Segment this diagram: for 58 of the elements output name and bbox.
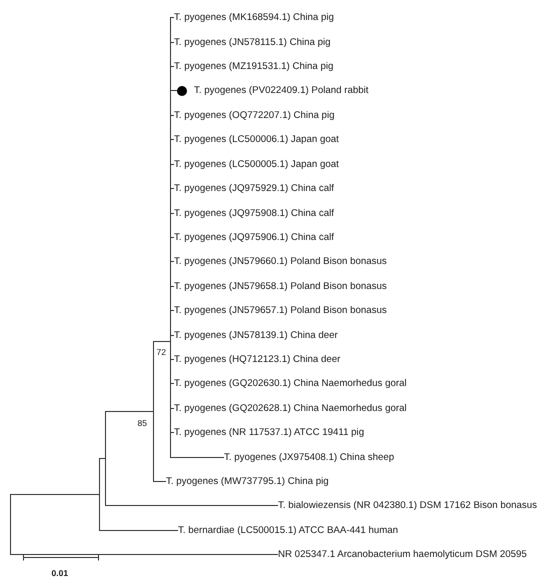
taxon-label: T. pyogenes (GQ202630.1) China Naemorhedus goral (174, 377, 407, 390)
clade-line (170, 17, 171, 458)
branch-line (154, 341, 170, 342)
branch-line (170, 237, 174, 238)
taxon-label: T. pyogenes (JQ975929.1) China calf (174, 182, 334, 195)
branch-line (170, 213, 174, 214)
branch-line (10, 554, 278, 555)
branch-line (170, 42, 174, 43)
branch-line (170, 90, 178, 91)
branch-line (170, 66, 174, 67)
branch-line (100, 458, 106, 459)
branch-line (170, 164, 174, 165)
branch-line (170, 408, 174, 409)
taxon-label: T. pyogenes (NR 117537.1) ATCC 19411 pig (174, 426, 364, 439)
branch-line (170, 286, 174, 287)
taxon-label: T. pyogenes (MW737795.1) China pig (166, 475, 329, 488)
branch-line (100, 530, 178, 531)
taxon-label: T. pyogenes (PV022409.1) Poland rabbit (194, 84, 368, 97)
taxon-label: T. pyogenes (JN579660.1) Poland Bison bonasus (174, 255, 387, 268)
taxon-label: T. bernardiae (LC500015.1) ATCC BAA-441 human (178, 524, 398, 537)
taxon-label: T. pyogenes (JN578115.1) China pig (174, 36, 331, 49)
bootstrap-value: 85 (138, 418, 147, 428)
scale-label: 0.01 (52, 568, 68, 578)
taxon-label: T. pyogenes (LC500005.1) Japan goat (174, 158, 339, 171)
taxon-label: T. pyogenes (HQ712123.1) China deer (174, 353, 340, 366)
taxon-label: T. pyogenes (JN579658.1) Poland Bison bonasus (174, 280, 387, 293)
branch-line (170, 383, 174, 384)
taxon-label: T. bialowiezensis (NR 042380.1) DSM 17162 Bison bonasus (278, 499, 538, 512)
branch-line (170, 188, 174, 189)
branch-line (154, 481, 166, 482)
branch-line (10, 494, 100, 495)
bootstrap-value: 72 (156, 347, 166, 357)
taxon-label: T. pyogenes (MK168594.1) China pig (174, 11, 334, 24)
branch-line (170, 457, 224, 458)
clade-line (105, 411, 106, 506)
taxon-label: T. pyogenes (MZ191531.1) China pig (174, 60, 334, 73)
branch-line (170, 261, 174, 262)
branch-line (170, 139, 174, 140)
taxon-label: T. pyogenes (JQ975906.1) China calf (174, 231, 334, 244)
branch-line (170, 17, 174, 18)
taxon-label: T. pyogenes (LC500006.1) Japan goat (174, 133, 339, 146)
taxon-label: T. pyogenes (GQ202628.1) China Naemorhedus goral (174, 402, 407, 415)
clade-line (153, 341, 154, 482)
taxon-label: NR 025347.1 Arcanobacterium haemolyticum DSM 20595 (278, 548, 527, 561)
clade-line (99, 458, 100, 531)
branch-line (170, 335, 174, 336)
taxon-label: T. pyogenes (OQ772207.1) China pig (174, 109, 334, 122)
branch-line (170, 359, 174, 360)
taxon-label: T. pyogenes (JN579657.1) Poland Bison bonasus (174, 304, 387, 317)
taxon-label: T. pyogenes (JX975408.1) China sheep (224, 451, 394, 464)
clade-line (10, 494, 11, 555)
taxon-label: T. pyogenes (JN578139.1) China deer (174, 329, 338, 342)
branch-line (170, 310, 174, 311)
taxon-label: T. pyogenes (JQ975908.1) China calf (174, 207, 334, 220)
branch-line (106, 411, 154, 412)
branch-line (170, 432, 174, 433)
branch-line (170, 115, 174, 116)
branch-line (106, 505, 278, 506)
